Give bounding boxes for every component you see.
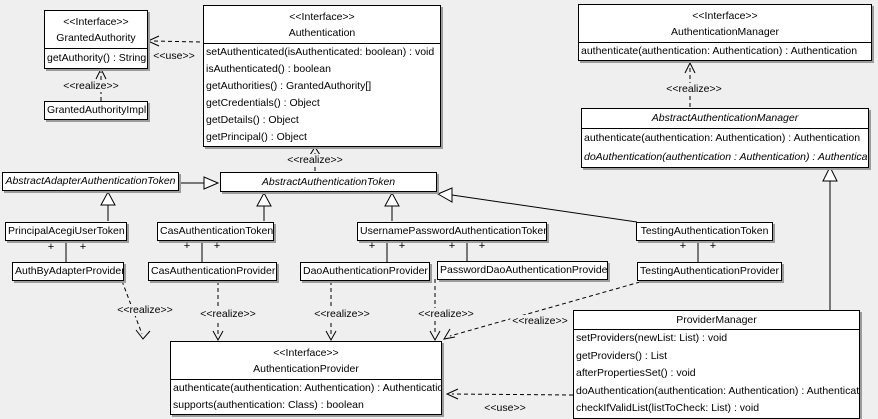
realize-arrowhead [684,61,696,74]
realize-arrowhead [443,328,456,340]
class-name: AuthenticationProvider [253,363,359,375]
realize-label: <<realize>> [115,304,175,316]
assoc-end-plus: + [478,240,486,252]
class-granted-authority-impl: GrantedAuthorityImpl [44,101,148,120]
assoc-end-plus: + [709,240,717,252]
class-member: getPrincipal() : Object [206,131,307,143]
class-authentication-manager: <<Interface>> AuthenticationManager auth… [578,4,872,61]
stereotype-label: <<Interface>> [289,11,355,23]
realize-arrowhead [429,330,441,342]
assoc-end-plus: + [47,241,55,253]
class-authentication-provider: <<Interface>> AuthenticationProvider aut… [170,341,442,415]
class-abstract-adapter-authentication-token: AbstractAdapterAuthenticationToken [2,172,179,191]
gen-arrow-up [384,191,400,207]
gen-testing-line [451,194,638,223]
class-member: afterPropertiesSet() : void [576,367,696,380]
class-member: checkIfValidList(listToCheck: List) : vo… [576,402,760,415]
class-abstract-authentication-token: AbstractAuthenticationToken [220,172,437,192]
realize-arrowhead [135,329,151,340]
realize-arrowhead [325,330,337,342]
class-title: <<Interface>> GrantedAuthority [45,11,147,48]
gen-arrow-left [436,187,453,203]
class-title: <<Interface>> Authentication [204,6,440,43]
class-member: doAuthentication(authentication: Authent… [576,384,859,397]
gen-arrow-up [822,165,838,182]
members-compartment: setProviders(newList: List) : void getPr… [574,329,859,418]
class-cas-authentication-provider: CasAuthenticationProvider [148,262,277,281]
realize-arrowhead [95,67,107,80]
class-member: setProviders(newList: List) : void [576,332,728,344]
class-title: <<Interface>> AuthenticationProvider [171,342,441,379]
gen-arrow-up [100,190,116,206]
class-member: authenticate(authentication: Authenticat… [584,132,861,144]
realize-arrowhead [309,146,321,156]
members-compartment: setAuthenticated(isAuthenticated: boolea… [204,43,440,146]
stereotype-label: <<Interface>> [63,16,129,28]
use-label: <<use>> [482,402,528,414]
class-authentication: <<Interface>> Authentication setAuthenti… [203,5,441,147]
stereotype-label: <<Interface>> [692,10,758,22]
class-name: ProviderManager [676,314,757,326]
class-abstract-authentication-manager: AbstractAuthenticationManager authentica… [581,108,869,168]
class-member: getDetails() : Object [206,114,299,126]
gen-arrow-up [256,191,272,207]
assoc-end-plus: + [183,240,191,252]
class-member: authenticate(authentication: Authenticat… [581,45,858,57]
class-auth-by-adapter-provider: AuthByAdapterProvider [12,262,124,281]
class-title: <<Interface>> AuthenticationManager [579,5,871,42]
use-authentication-grantedauthority-line [152,40,201,43]
assoc-end-plus: + [368,240,376,252]
class-member: getProviders() : List [576,349,668,362]
class-member: doAuthentication(authentication : Authen… [584,151,868,163]
gen-arrow-right [203,176,220,190]
class-cas-authentication-token: CasAuthenticationToken [157,222,274,241]
realize-label: <<realize>> [312,308,372,320]
realize-label: <<realize>> [664,83,724,95]
class-member: supports(authentication: Class) : boolea… [173,399,364,411]
stereotype-label: <<Interface>> [273,347,339,359]
realize-label: <<realize>> [510,315,570,327]
assoc-end-plus: + [398,240,406,252]
class-member: getCredentials() : Object [206,97,320,109]
class-member: getAuthorities() : GrantedAuthority[] [206,80,372,92]
class-testing-authentication-token: TestingAuthenticationToken [636,222,773,241]
assoc-end-plus: + [448,240,456,252]
realize-arrowhead [212,330,224,342]
class-principal-acegi-user-token: PrincipalAcegiUserToken [5,222,127,241]
class-testing-authentication-provider: TestingAuthenticationProvider [637,262,782,281]
use-arrowhead [146,35,160,47]
class-member: getAuthority() : String [47,52,147,64]
members-compartment: authenticate(authentication: Authenticat… [582,128,868,167]
assoc-end-plus: + [213,240,221,252]
assoc-end-plus: + [679,240,687,252]
realize-testingprovider-line [449,281,641,337]
members-compartment: authenticate(authentication: Authenticat… [171,379,441,414]
use-label: <<use>> [151,50,197,62]
class-dao-authentication-provider: DaoAuthenticationProvider [300,262,430,281]
class-name: GrantedAuthority [56,32,136,44]
class-member: authenticate(authentication: Authenticat… [173,382,441,394]
class-name: Authentication [288,27,356,39]
class-member: setAuthenticated(isAuthenticated: boolea… [206,46,435,58]
class-username-password-authentication-token: UsernamePasswordAuthenticationToken [357,222,547,241]
class-member: isAuthenticated() : boolean [206,63,331,75]
realize-label: <<realize>> [61,80,121,92]
class-name: AuthenticationManager [671,26,779,38]
class-provider-manager: ProviderManager setProviders(newList: Li… [573,310,860,419]
class-name: AbstractAuthenticationManager [651,112,799,124]
assoc-end-plus: + [79,241,87,253]
class-granted-authority: <<Interface>> GrantedAuthority getAuthor… [44,10,148,69]
use-arrowhead [445,388,459,400]
class-password-dao-authentication-provider: PasswordDaoAuthenticationProvider [437,261,608,280]
realize-label: <<realize>> [285,154,345,166]
use-providermanager-line [451,393,574,396]
members-compartment: authenticate(authentication: Authenticat… [579,42,871,60]
realize-label: <<realize>> [416,308,476,320]
members-compartment: getAuthority() : String [45,48,147,68]
realize-label: <<realize>> [198,308,258,320]
